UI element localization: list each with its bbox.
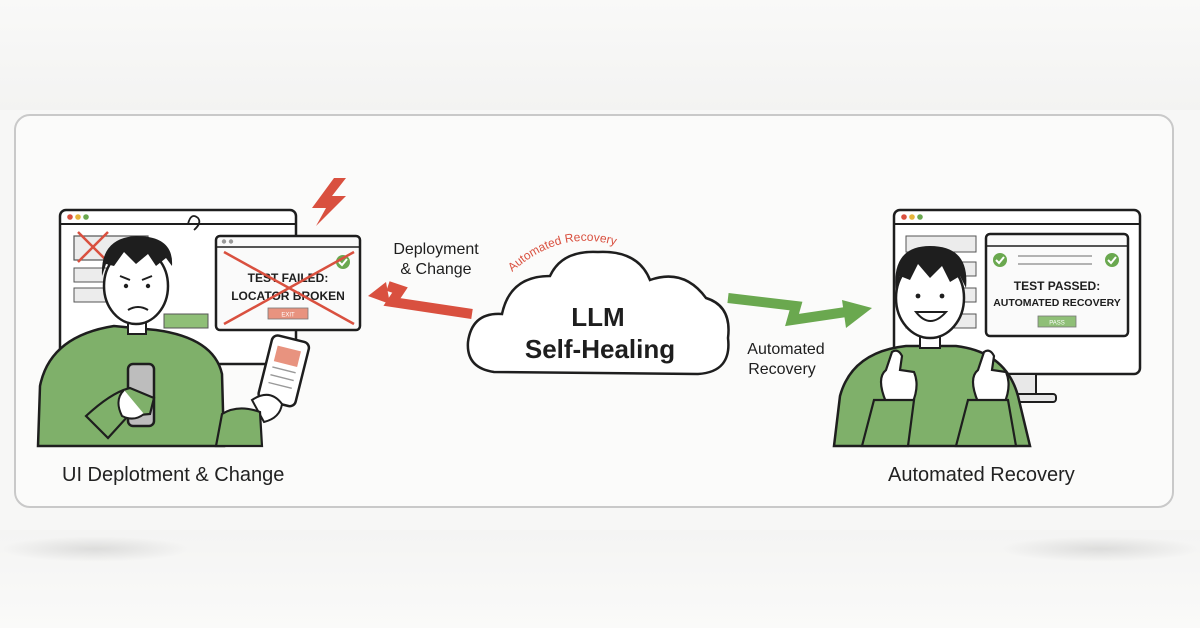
confusion-mark — [187, 215, 201, 231]
right-caption: Automated Recovery — [888, 464, 1075, 486]
diagram-canvas: TEST FAILED: LOCATOR BROKEN EXIT — [36, 178, 1142, 448]
deployment-label-line2: & Change — [400, 261, 471, 278]
check-icon — [993, 253, 1007, 267]
svg-text:EXIT: EXIT — [281, 313, 295, 319]
deployment-label-line1: Deployment — [393, 241, 479, 258]
thumbs-up-left — [879, 349, 918, 406]
shadow-left — [0, 536, 190, 562]
llm-text: LLM — [571, 302, 624, 332]
test-passed-window: TEST PASSED: AUTOMATED RECOVERY PASS — [984, 232, 1130, 338]
green-arrow — [727, 293, 872, 328]
red-arrow — [368, 281, 473, 319]
confused-person — [36, 236, 311, 448]
bottom-background-band — [0, 530, 1200, 628]
left-caption: UI Deplotment & Change — [62, 464, 285, 486]
locator-broken-text: LOCATOR BROKEN — [231, 289, 345, 303]
shadow-right — [1000, 536, 1200, 562]
check-icon — [1105, 253, 1119, 267]
automated-recovery-window-text: AUTOMATED RECOVERY — [993, 297, 1121, 309]
test-failed-window: TEST FAILED: LOCATOR BROKEN EXIT — [214, 234, 362, 332]
exit-button — [267, 307, 309, 320]
test-failed-text: TEST FAILED: — [248, 271, 329, 285]
recovery-label-line1: Automated — [747, 341, 824, 358]
llm-cloud: LLM Self-Healing — [466, 250, 730, 376]
svg-text:PASS: PASS — [1049, 321, 1065, 327]
check-icon — [336, 255, 350, 269]
test-passed-text: TEST PASSED: — [1014, 279, 1100, 293]
diagram-panel: TEST FAILED: LOCATOR BROKEN EXIT — [14, 114, 1174, 508]
fail-cross-line-2 — [223, 250, 355, 326]
top-background-band — [0, 0, 1200, 110]
pass-button — [1037, 315, 1077, 328]
thumbs-up-right — [971, 349, 1010, 406]
self-healing-text: Self-Healing — [525, 334, 675, 364]
lightning-icon — [312, 178, 346, 226]
recovery-label-line2: Recovery — [748, 361, 816, 378]
happy-person — [832, 246, 1032, 448]
